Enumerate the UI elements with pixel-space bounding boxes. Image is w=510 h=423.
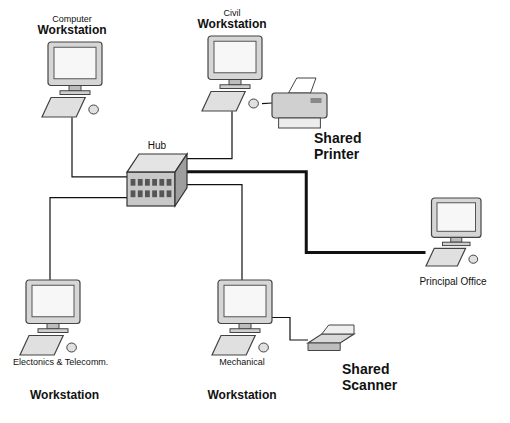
node-label: Shared Printer <box>314 130 382 162</box>
node-label: Workstation <box>20 24 124 38</box>
printer-paper <box>289 78 317 93</box>
node-label: Shared Scanner <box>342 361 410 393</box>
hub-port <box>145 190 150 197</box>
node-label: Workstation <box>30 389 149 403</box>
hub-port <box>159 178 164 185</box>
pc-icon <box>202 36 262 111</box>
hub-port <box>152 178 157 185</box>
monitor-base <box>220 85 250 89</box>
monitor-base <box>230 329 260 333</box>
monitor-stand <box>239 324 251 329</box>
pc-icon <box>42 42 102 117</box>
keyboard <box>212 336 255 356</box>
monitor-base <box>38 329 68 333</box>
hub-port <box>138 190 143 197</box>
printer-panel <box>311 98 322 103</box>
printer-icon <box>272 78 327 128</box>
network-cable <box>187 172 426 253</box>
monitor-case <box>218 280 272 324</box>
keyboard <box>202 92 245 112</box>
monitor-screen <box>437 203 476 232</box>
monitor-screen <box>224 285 266 317</box>
shared-printer: Shared Printer <box>272 78 386 162</box>
network-cable <box>262 102 272 104</box>
network-cable <box>187 111 232 159</box>
pc-icon <box>212 280 272 355</box>
mouse <box>89 105 99 114</box>
workstation: MechanicalWorkstation <box>185 280 299 403</box>
monitor-stand <box>450 237 461 242</box>
scanner-base <box>308 334 354 343</box>
node-label: Mechanical <box>185 357 299 367</box>
keyboard <box>426 248 466 266</box>
monitor-screen <box>214 41 256 73</box>
mouse <box>67 343 77 352</box>
workstation: Electonics & Telecomm. Workstation <box>5 280 149 403</box>
mouse <box>249 99 259 108</box>
hub-port <box>167 190 172 197</box>
workstation: CivilWorkstation <box>180 8 284 111</box>
network-cable <box>187 185 242 280</box>
node-label: Workstation <box>185 389 299 403</box>
node-label: Electonics & Telecomm. <box>13 357 149 367</box>
network-cable <box>50 198 127 280</box>
hub-port <box>138 178 143 185</box>
hub-icon <box>127 154 187 206</box>
pc-icon <box>20 280 80 355</box>
monitor-case <box>431 198 481 237</box>
mouse <box>468 255 477 263</box>
network-cable <box>72 117 127 177</box>
keyboard <box>20 336 63 356</box>
monitor-base <box>442 242 470 245</box>
node-label: Principal Office <box>400 276 506 288</box>
network-cable <box>272 318 308 341</box>
scanner-icon <box>308 325 354 355</box>
monitor-screen <box>54 47 96 79</box>
workstation: Principal Office <box>400 198 506 288</box>
hub-side <box>175 154 187 206</box>
pc-icon <box>426 198 481 266</box>
node-label: Hub <box>118 140 196 152</box>
monitor-case <box>26 280 80 324</box>
hub-port <box>131 178 136 185</box>
printer-body <box>272 93 327 118</box>
scanner-front <box>308 343 340 351</box>
monitor-stand <box>229 80 241 85</box>
monitor-base <box>60 91 90 95</box>
scanner-lid <box>322 325 354 334</box>
hub: Hub <box>118 140 196 206</box>
node-label: Civil <box>180 8 284 18</box>
hub-port <box>152 190 157 197</box>
printer-tray <box>279 118 321 128</box>
monitor-stand <box>69 86 81 91</box>
node-label: Workstation <box>180 18 284 32</box>
keyboard <box>42 98 85 118</box>
shared-scanner: Shared Scanner <box>300 325 414 393</box>
hub-port <box>167 178 172 185</box>
hub-port <box>159 190 164 197</box>
hub-port <box>145 178 150 185</box>
monitor-case <box>48 42 102 86</box>
hub-port <box>131 190 136 197</box>
monitor-case <box>208 36 262 80</box>
hub-front <box>127 172 175 206</box>
mouse <box>259 343 269 352</box>
monitor-screen <box>32 285 74 317</box>
monitor-stand <box>47 324 59 329</box>
workstation: ComputerWorkstation <box>20 14 124 117</box>
node-label: Computer <box>20 14 124 24</box>
